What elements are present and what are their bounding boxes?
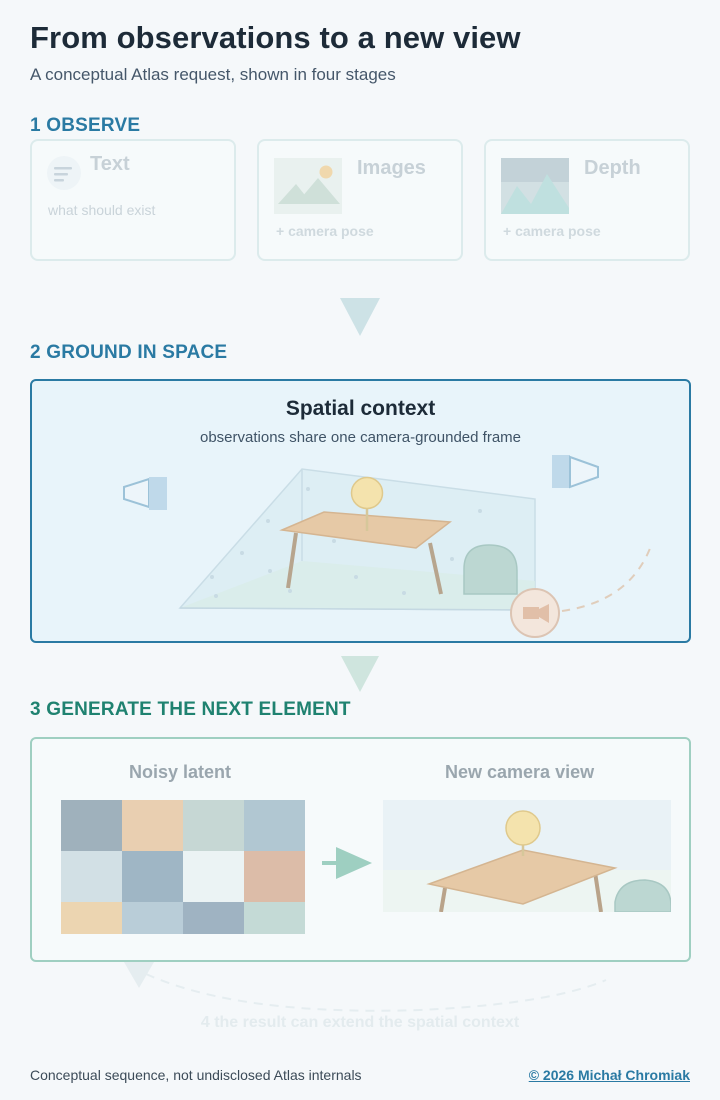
footer-note: Conceptual sequence, not undisclosed Atl… xyxy=(30,1067,362,1083)
stage-1-label: 1 OBSERVE xyxy=(30,115,141,136)
latent-cell xyxy=(183,851,244,902)
latent-cell xyxy=(183,800,244,851)
images-observation-card: Images + camera pose xyxy=(257,139,463,261)
images-card-note: + camera pose xyxy=(276,223,374,239)
stage-4-text: 4 the result can extend the spatial cont… xyxy=(200,1014,520,1031)
right-camera-icon xyxy=(552,455,599,489)
text-card-title: Text xyxy=(90,153,130,175)
stage-2-label: 2 GROUND IN SPACE xyxy=(30,342,228,363)
noisy-latent-header: Noisy latent xyxy=(129,762,232,782)
latent-cell xyxy=(122,800,183,851)
left-camera-icon xyxy=(123,477,167,510)
latent-cell xyxy=(183,902,244,934)
depth-card-title: Depth xyxy=(584,157,641,179)
down-arrow-icon xyxy=(341,656,379,692)
page-title: From observations to a new view xyxy=(30,20,521,55)
latent-cell xyxy=(61,902,122,934)
stage-3-label: 3 GENERATE THE NEXT ELEMENT xyxy=(30,699,351,720)
latent-cell xyxy=(61,851,122,902)
latent-cell xyxy=(61,800,122,851)
depth-image-icon xyxy=(501,158,569,214)
spatial-context-panel: Spatial context observations share one c… xyxy=(30,379,691,643)
latent-cell xyxy=(122,851,183,902)
noisy-latent-grid xyxy=(61,800,305,934)
page-subtitle: A conceptual Atlas request, shown in fou… xyxy=(30,65,396,84)
loop-back-arrow xyxy=(124,962,607,1012)
text-lines-icon xyxy=(47,156,81,190)
down-arrow-icon xyxy=(340,298,380,336)
new-camera-view-image xyxy=(383,800,671,912)
generation-panel: Noisy latent New camera view xyxy=(30,737,691,962)
image-icon xyxy=(274,158,342,214)
depth-observation-card: Depth + camera pose xyxy=(484,139,690,261)
copyright-link[interactable]: © 2026 Michał Chromiak xyxy=(528,1067,690,1083)
latent-cell xyxy=(244,902,305,934)
right-arrow-icon xyxy=(322,847,372,879)
text-card-note: what should exist xyxy=(48,202,156,218)
latent-cell xyxy=(244,851,305,902)
depth-card-note: + camera pose xyxy=(503,223,601,239)
new-camera-icon xyxy=(510,588,560,638)
text-observation-card: Text what should exist xyxy=(30,139,236,261)
spatial-context-title: Spatial context xyxy=(285,397,436,420)
spatial-context-subtitle: observations share one camera-grounded f… xyxy=(199,429,521,446)
spatial-scene xyxy=(123,455,653,638)
latent-cell xyxy=(244,800,305,851)
latent-cell xyxy=(122,902,183,934)
images-card-title: Images xyxy=(357,157,426,179)
new-camera-view-header: New camera view xyxy=(445,762,595,782)
